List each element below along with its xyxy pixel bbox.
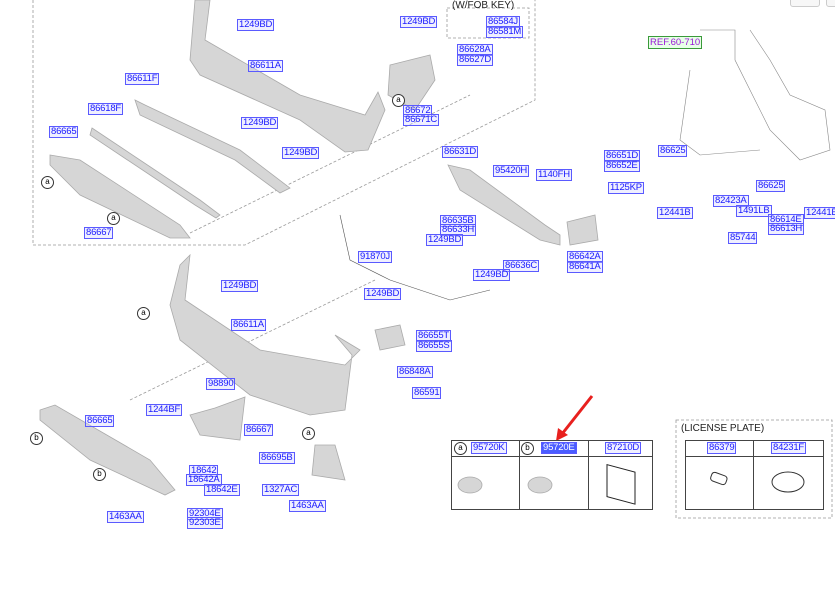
part-label[interactable]: 86665 (49, 126, 79, 138)
part-label[interactable]: 86655S (416, 340, 452, 352)
part-label[interactable]: 86618F (88, 103, 124, 115)
part-label[interactable]: 86627D (457, 54, 494, 66)
part-label[interactable]: 86848A (397, 366, 433, 378)
sensor-part-label-selected[interactable]: 95720E (541, 442, 577, 454)
part-label[interactable]: 1249BD (400, 16, 438, 28)
marker-a: a (454, 442, 467, 455)
part-label[interactable]: 1327AC (262, 484, 300, 496)
part-label[interactable]: 85744 (728, 232, 758, 244)
part-label[interactable]: 1463AA (107, 511, 144, 523)
part-label[interactable]: 86625 (756, 180, 786, 192)
part-label[interactable]: 1125KP (608, 182, 644, 194)
part-label[interactable]: 86665 (85, 415, 115, 427)
part-label[interactable]: 91870J (358, 251, 392, 263)
sensor-part-label[interactable]: 87210D (605, 442, 642, 454)
part-label[interactable]: 86591 (412, 387, 442, 399)
part-label[interactable]: 86581M (486, 26, 524, 38)
part-label[interactable]: 1249BD (473, 269, 511, 281)
part-label[interactable]: 1249BD (426, 234, 464, 246)
marker-b: b (93, 468, 106, 481)
part-label[interactable]: 86625 (658, 145, 688, 157)
marker-a: a (107, 212, 120, 225)
license-cell (686, 441, 754, 509)
part-label[interactable]: 1249BD (282, 147, 320, 159)
part-label[interactable]: 86636C (503, 260, 540, 272)
red-arrow (560, 395, 594, 435)
fob-key-caption: (W/FOB KEY) (452, 0, 515, 11)
part-label[interactable]: 86652E (604, 160, 640, 172)
part-label[interactable]: 86611A (248, 60, 283, 72)
part-label[interactable]: 82423A (713, 195, 749, 207)
toolbar-button[interactable] (790, 0, 820, 7)
part-label[interactable]: 95420H (493, 165, 530, 177)
part-label[interactable]: 1249BD (237, 19, 275, 31)
part-label[interactable]: 86633H (440, 224, 477, 236)
part-label[interactable]: 86671C (403, 114, 440, 126)
license-plate-caption: (LICENSE PLATE) (681, 423, 765, 434)
part-label[interactable]: 86695B (259, 452, 295, 464)
part-label[interactable]: 86628A (457, 44, 493, 56)
bumper-cover-upper (189, 0, 386, 153)
marker-a: a (392, 94, 405, 107)
part-label[interactable]: 1249BD (221, 280, 259, 292)
part-label[interactable]: 86611A (231, 319, 266, 331)
part-label[interactable]: 1463AA (289, 500, 326, 512)
part-label[interactable]: 18642E (204, 484, 240, 496)
part-label[interactable]: 1244BF (146, 404, 183, 416)
bumper-cover-lower (169, 253, 361, 416)
part-label[interactable]: 86631D (442, 146, 479, 158)
sensor-cell (520, 441, 589, 509)
sensor-cell (452, 441, 520, 509)
part-label[interactable]: 86651D (604, 150, 641, 162)
part-label[interactable]: 86613H (768, 223, 805, 235)
ref-link[interactable]: REF.60-710 (648, 36, 703, 49)
part-label[interactable]: 86667 (244, 424, 274, 436)
part-label[interactable]: 86642A (567, 251, 603, 263)
license-part-label[interactable]: 86379 (707, 442, 737, 454)
part-label[interactable]: 18642A (186, 474, 222, 486)
marker-b: b (521, 442, 534, 455)
part-label[interactable]: 1491LB (736, 205, 772, 217)
toolbar-button[interactable] (826, 0, 835, 7)
part-label[interactable]: 86655T (416, 330, 452, 342)
part-label[interactable]: 1140FH (536, 169, 572, 181)
license-table (685, 440, 824, 510)
marker-b: b (30, 432, 43, 445)
part-label[interactable]: 12441B (804, 207, 835, 219)
part-label[interactable]: 1249BD (364, 288, 402, 300)
marker-a: a (302, 427, 315, 440)
part-label[interactable]: 92303E (187, 517, 223, 529)
part-label[interactable]: 86611F (125, 73, 160, 85)
sensor-table (451, 440, 653, 510)
marker-a: a (137, 307, 150, 320)
part-label[interactable]: 86584J (486, 16, 520, 28)
part-label[interactable]: 86667 (84, 227, 114, 239)
part-label[interactable]: 1249BD (241, 117, 279, 129)
part-label[interactable]: 86641A (567, 261, 603, 273)
marker-a: a (41, 176, 54, 189)
part-label[interactable]: 12441B (657, 207, 693, 219)
sensor-part-label[interactable]: 95720K (471, 442, 507, 454)
bumper-beam (447, 164, 561, 246)
part-label[interactable]: 98890 (206, 378, 236, 390)
license-part-label[interactable]: 84231F (771, 442, 807, 454)
